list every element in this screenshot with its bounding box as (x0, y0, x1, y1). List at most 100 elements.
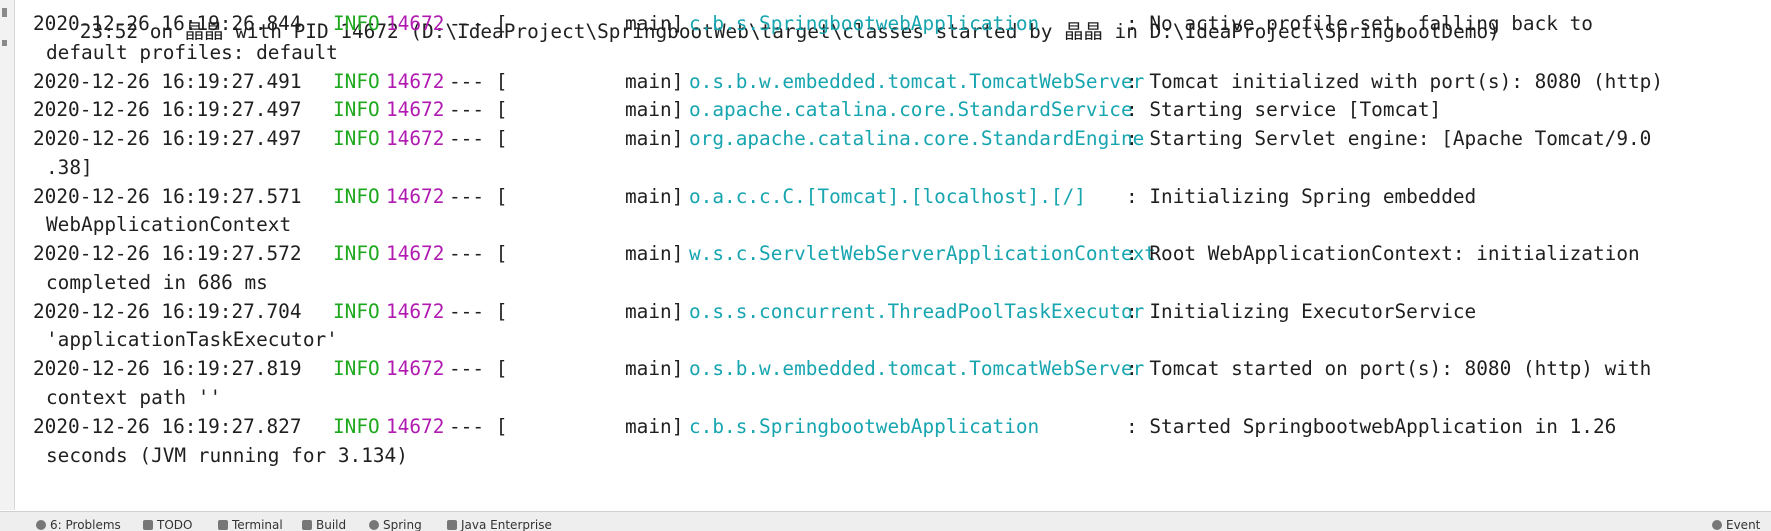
tool-window-java-enterprise-label: Java Enterprise (461, 518, 552, 531)
log-separator: --- [ (449, 242, 508, 265)
log-pid: 14672 (386, 242, 445, 265)
log-line-continuation: default profiles: default (46, 41, 338, 64)
event-log-icon (1712, 520, 1722, 530)
log-level: INFO (333, 300, 380, 323)
log-line-continuation: completed in 686 ms (46, 271, 268, 294)
log-timestamp: 2020-12-26 16:19:27.827 (33, 415, 302, 438)
log-logger[interactable]: o.s.b.w.embedded.tomcat.TomcatWebServer (689, 70, 1145, 93)
log-thread: main] (625, 98, 684, 121)
log-separator: --- [ (449, 185, 508, 208)
log-level: INFO (333, 98, 380, 121)
log-thread: main] (625, 12, 684, 35)
log-timestamp: 2020-12-26 16:19:27.497 (33, 127, 302, 150)
log-separator: --- [ (449, 127, 508, 150)
log-logger[interactable]: c.b.s.SpringbootwebApplication (689, 415, 1040, 438)
tool-window-problems[interactable]: 6: Problems (36, 518, 121, 531)
tool-window-bar: 6: Problems TODO Terminal Build Spring J… (0, 511, 1771, 531)
log-line: 2020-12-26 16:19:27.491 INFO 14672--- [ mai… (33, 66, 1771, 98)
tool-window-spring-label: Spring (383, 518, 422, 531)
log-message: : No active profile set, falling back to (1126, 12, 1593, 35)
log-pid: 14672 (386, 300, 445, 323)
log-line: 2020-12-26 16:19:27.497 INFO 14672--- [ mai… (33, 94, 1771, 126)
log-pid: 14672 (386, 127, 445, 150)
log-level: INFO (333, 185, 380, 208)
log-pid: 14672 (386, 70, 445, 93)
log-timestamp: 2020-12-26 16:19:27.819 (33, 357, 302, 380)
log-thread: main] (625, 127, 684, 150)
log-level: INFO (333, 357, 380, 380)
terminal-icon (218, 520, 228, 530)
log-pid: 14672 (386, 357, 445, 380)
log-message: : Initializing Spring embedded (1126, 185, 1477, 208)
log-timestamp: 2020-12-26 16:19:27.704 (33, 300, 302, 323)
log-pid: 14672 (386, 98, 445, 121)
log-message: : Starting service [Tomcat] (1126, 98, 1442, 121)
log-message: : Tomcat initialized with port(s): 8080 … (1126, 70, 1664, 93)
log-message: : Initializing ExecutorService (1126, 300, 1477, 323)
log-timestamp: 2020-12-26 16:19:27.572 (33, 242, 302, 265)
log-thread: main] (625, 357, 684, 380)
console-gutter (0, 0, 15, 510)
log-thread: main] (625, 242, 684, 265)
log-separator: --- [ (449, 415, 508, 438)
log-level: INFO (333, 70, 380, 93)
log-level: INFO (333, 127, 380, 150)
log-thread: main] (625, 185, 684, 208)
run-console-output[interactable]: 23:52 on 晶晶 with PID 14672 (D:\IdeaProje… (33, 0, 1771, 510)
log-timestamp: 2020-12-26 16:19:26.844 (33, 12, 302, 35)
log-message: : Starting Servlet engine: [Apache Tomca… (1126, 127, 1652, 150)
log-line: 2020-12-26 16:19:27.704 INFO 14672--- [ mai… (33, 296, 1771, 328)
log-line: 2020-12-26 16:19:27.497 INFO 14672--- [ mai… (33, 123, 1771, 155)
tool-window-event-log[interactable]: Event (1712, 518, 1760, 531)
tool-window-java-enterprise[interactable]: Java Enterprise (447, 518, 552, 531)
log-pid: 14672 (386, 185, 445, 208)
log-timestamp: 2020-12-26 16:19:27.497 (33, 98, 302, 121)
log-line-continuation: context path '' (46, 386, 222, 409)
log-separator: --- [ (449, 98, 508, 121)
log-thread: main] (625, 70, 684, 93)
tool-window-spring[interactable]: Spring (369, 518, 422, 531)
build-icon (302, 520, 312, 530)
tool-window-todo-label: TODO (157, 518, 193, 531)
tool-window-problems-label: 6: Problems (50, 518, 121, 531)
log-logger[interactable]: c.b.s.SpringbootwebApplication (689, 12, 1040, 35)
tool-window-build-label: Build (316, 518, 347, 531)
log-line-continuation: .38] (46, 156, 93, 179)
log-logger[interactable]: w.s.c.ServletWebServerApplicationContext (689, 242, 1156, 265)
log-line: 2020-12-26 16:19:27.572 INFO 14672--- [ mai… (33, 238, 1771, 270)
log-logger[interactable]: org.apache.catalina.core.StandardEngine (689, 127, 1145, 150)
log-separator: --- [ (449, 300, 508, 323)
tool-window-event-log-label: Event (1726, 518, 1761, 531)
console-line-top: 23:52 on 晶晶 with PID 14672 (D:\IdeaProje… (33, 0, 1500, 43)
log-timestamp: 2020-12-26 16:19:27.491 (33, 70, 302, 93)
log-message: : Started SpringbootwebApplication in 1.… (1126, 415, 1617, 438)
log-line-continuation: 'applicationTaskExecutor' (46, 328, 338, 351)
problems-icon (36, 520, 46, 530)
tool-window-terminal[interactable]: Terminal (218, 518, 283, 531)
java-enterprise-icon (447, 520, 457, 530)
console-fragment-text: 23:52 on 晶晶 with PID 14672 (D:\IdeaProje… (79, 20, 1500, 43)
log-thread: main] (625, 300, 684, 323)
log-logger[interactable]: o.a.c.c.C.[Tomcat].[localhost].[/] (689, 185, 1086, 208)
log-thread: main] (625, 415, 684, 438)
fold-marker-icon (2, 8, 7, 17)
log-message: : Tomcat started on port(s): 8080 (http)… (1126, 357, 1652, 380)
log-logger[interactable]: o.apache.catalina.core.StandardService (689, 98, 1133, 121)
log-line-continuation: WebApplicationContext (46, 213, 292, 236)
tool-window-todo[interactable]: TODO (143, 518, 192, 531)
log-line-continuation: seconds (JVM running for 3.134) (46, 444, 408, 467)
log-separator: --- [ (449, 70, 508, 93)
tool-window-terminal-label: Terminal (232, 518, 283, 531)
tool-window-build[interactable]: Build (302, 518, 346, 531)
log-separator: --- [ (449, 12, 508, 35)
fold-marker-icon (2, 40, 7, 46)
log-logger[interactable]: o.s.b.w.embedded.tomcat.TomcatWebServer (689, 357, 1145, 380)
log-message: : Root WebApplicationContext: initializa… (1126, 242, 1640, 265)
todo-icon (143, 520, 153, 530)
log-logger[interactable]: o.s.s.concurrent.ThreadPoolTaskExecutor (689, 300, 1145, 323)
log-level: INFO (333, 242, 380, 265)
